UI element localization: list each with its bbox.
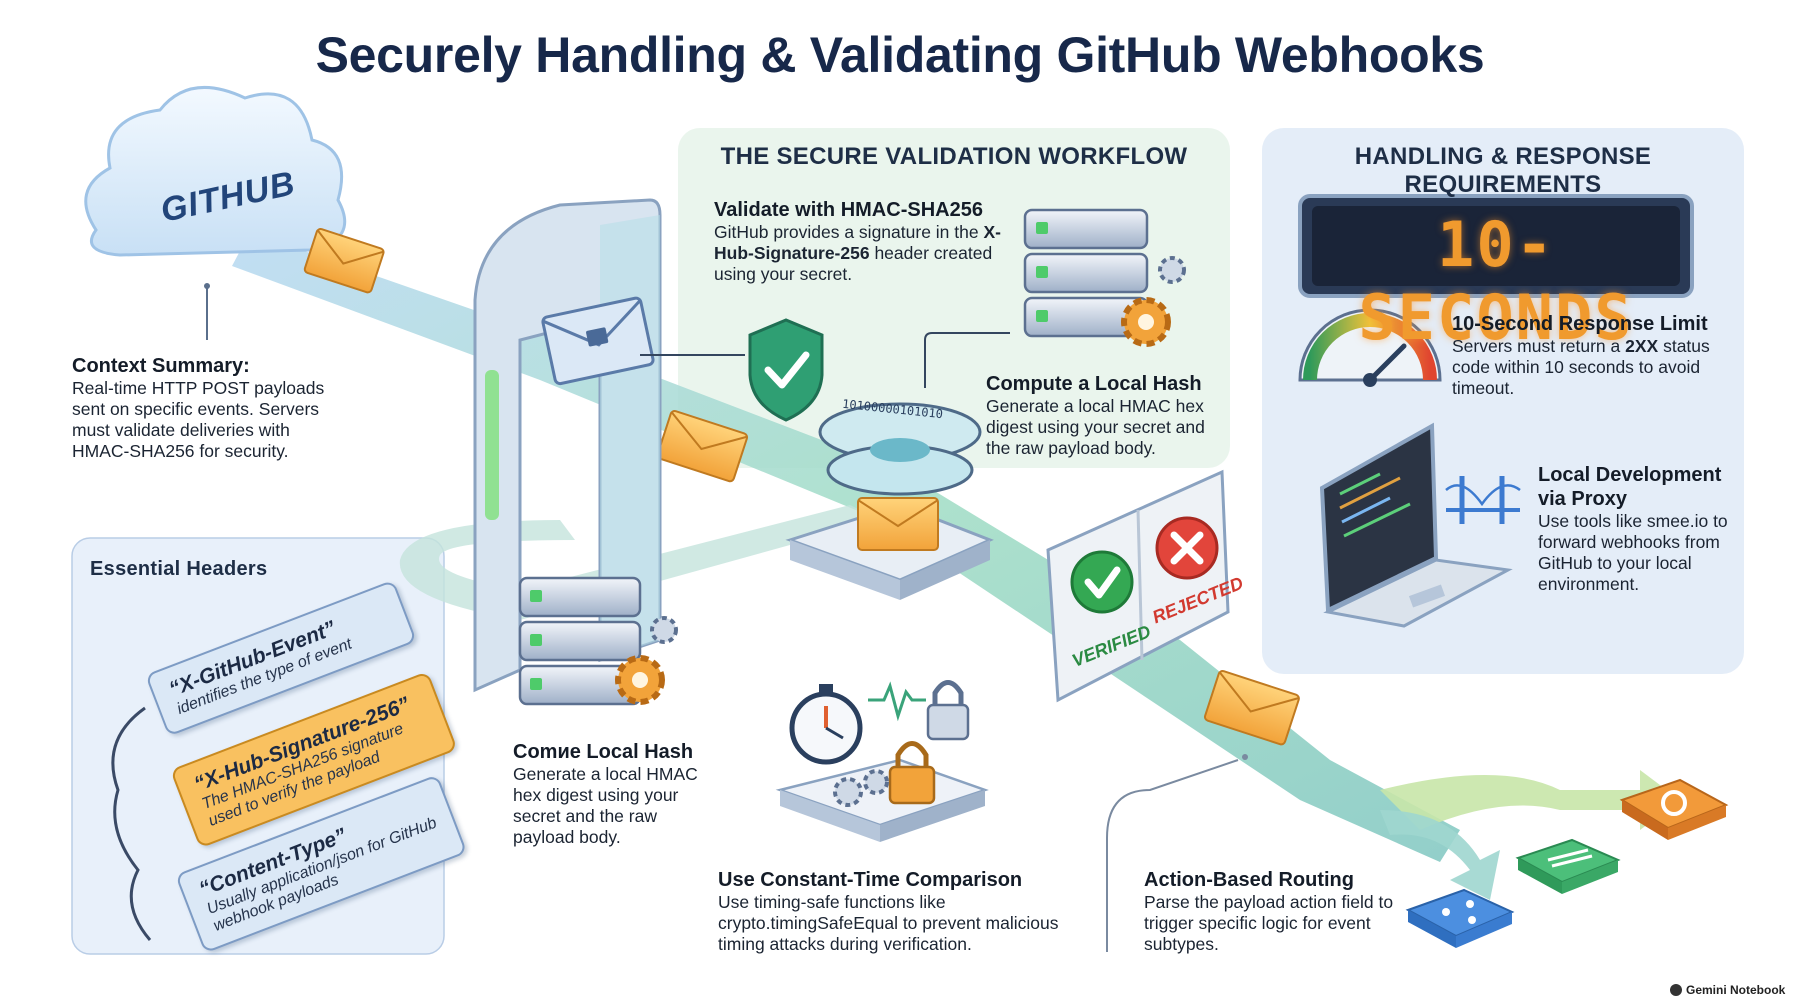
rejected-x-icon [1155,516,1219,580]
context-body: Real-time HTTP POST payloads sent on spe… [72,378,325,461]
limit-heading: 10-Second Response Limit [1452,313,1708,335]
pulse-line [868,681,926,722]
share-icon [1405,888,1515,948]
constant-time-body: Use timing-safe functions like crypto.ti… [718,892,1059,954]
gauge-icon [1298,308,1442,387]
gear-icon [1121,256,1186,347]
envelope-icon [656,410,749,483]
context-heading: Context Summary: [72,355,250,377]
padlock-icon [888,680,970,805]
routing-heading: Action-Based Routing [1144,869,1354,891]
bridge-icon [1445,476,1521,524]
locked-envelope-icon [541,296,655,386]
limit-body-pre: Servers must return a [1452,336,1621,356]
routing-block: Action-Based Routing Parse the payload a… [1144,868,1394,955]
tag-string [111,706,152,941]
requirements-heading: HANDLING & RESPONSE REQUIREMENTS [1354,143,1652,198]
github-cloud-icon [84,86,347,257]
verified-check-icon [1070,550,1134,614]
proxy-body: Use tools like smee.io to forward webhoo… [1538,511,1728,594]
envelope-icon [1203,670,1300,746]
laptop-icon [1319,422,1513,628]
headers-panel-title: Essential Headers [90,558,268,580]
routing-arrows-2 [1380,810,1500,900]
brand-icon [1670,984,1682,996]
data-stream [232,232,1460,862]
compute-block: Compute a Local Hash Generate a local HM… [986,372,1226,459]
validate-body: GitHub provides a signature in the X-Hub… [714,222,1014,285]
limit-body-bold: 2XX [1625,336,1659,356]
gear-icon [833,769,889,807]
server-icon [1023,208,1149,338]
compute-heading: Compute a Local Hash [986,373,1202,395]
validate-block: Validate with HMAC-SHA256 GitHub provide… [714,198,1014,285]
seconds-display: 10-SECONDS [1358,208,1634,354]
constant-time-heading: Use Constant-Time Comparison [718,869,1023,891]
cloud-connector-dot [204,283,210,289]
envelope-icon [857,497,939,551]
stopwatch-icon [789,684,863,765]
server-icon [518,576,642,706]
seconds-display-screen [1312,206,1680,286]
envelope-icon [303,228,385,294]
workflow-heading: THE SECURE VALIDATION WORKFLOW [720,143,1188,170]
shield-check-icon [748,318,824,422]
gear-icon [615,616,678,705]
validate-heading: Validate with HMAC-SHA256 [714,199,983,221]
compute2-heading: Comиe Local Hash [513,741,694,763]
proxy-block: Local Development via Proxy Use tools li… [1538,463,1738,595]
compute-connector [924,332,1010,388]
constant-time-block: Use Constant-Time Comparison Use timing-… [718,868,1088,955]
hash-vortex-icon [818,402,982,496]
proxy-heading: Local Development via Proxy [1538,464,1722,510]
compute2-body: Generate a local HMAC hex digest using y… [513,764,698,847]
limit-body-post: status code within 10 seconds to avoid t… [1452,336,1710,398]
validate-body-post: header created using your secret. [714,243,993,284]
routing-body: Parse the payload action field to trigge… [1144,892,1394,954]
validate-body-bold: X-Hub-Signature-256 [714,222,1001,263]
limit-body: Servers must return a 2XX status code wi… [1452,336,1732,399]
page-title: Securely Handling & Validating GitHub We… [315,27,1485,83]
validate-body-pre: GitHub provides a signature in the [714,222,979,242]
context-summary: Context Summary: Real-time HTTP POST pay… [72,354,352,462]
compute2-block: Comиe Local Hash Generate a local HMAC h… [513,740,713,848]
routing-arrows [1380,770,1680,830]
compute-body: Generate a local HMAC hex digest using y… [986,396,1205,458]
gear-icon [1619,778,1729,840]
routing-connector [1106,759,1239,952]
routing-connector-dot [1242,754,1248,760]
brand-label: Gemini Notebook [1686,983,1786,997]
limit-block: 10-Second Response Limit Servers must re… [1452,312,1732,399]
sliders-icon [1515,838,1621,894]
